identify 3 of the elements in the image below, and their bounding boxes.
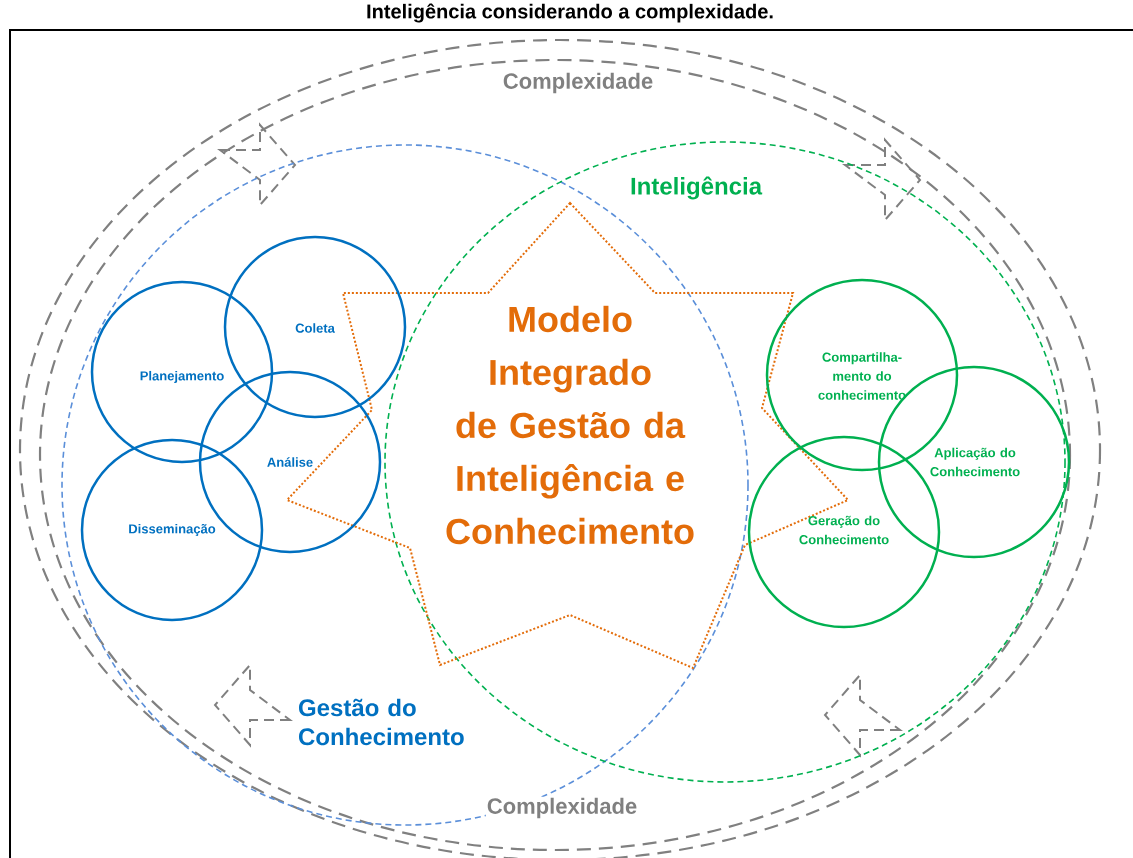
label: Complexidade bbox=[501, 71, 655, 95]
label: Complexidade bbox=[485, 796, 639, 820]
title: Inteligência considerando a complexidade. bbox=[367, 3, 773, 23]
